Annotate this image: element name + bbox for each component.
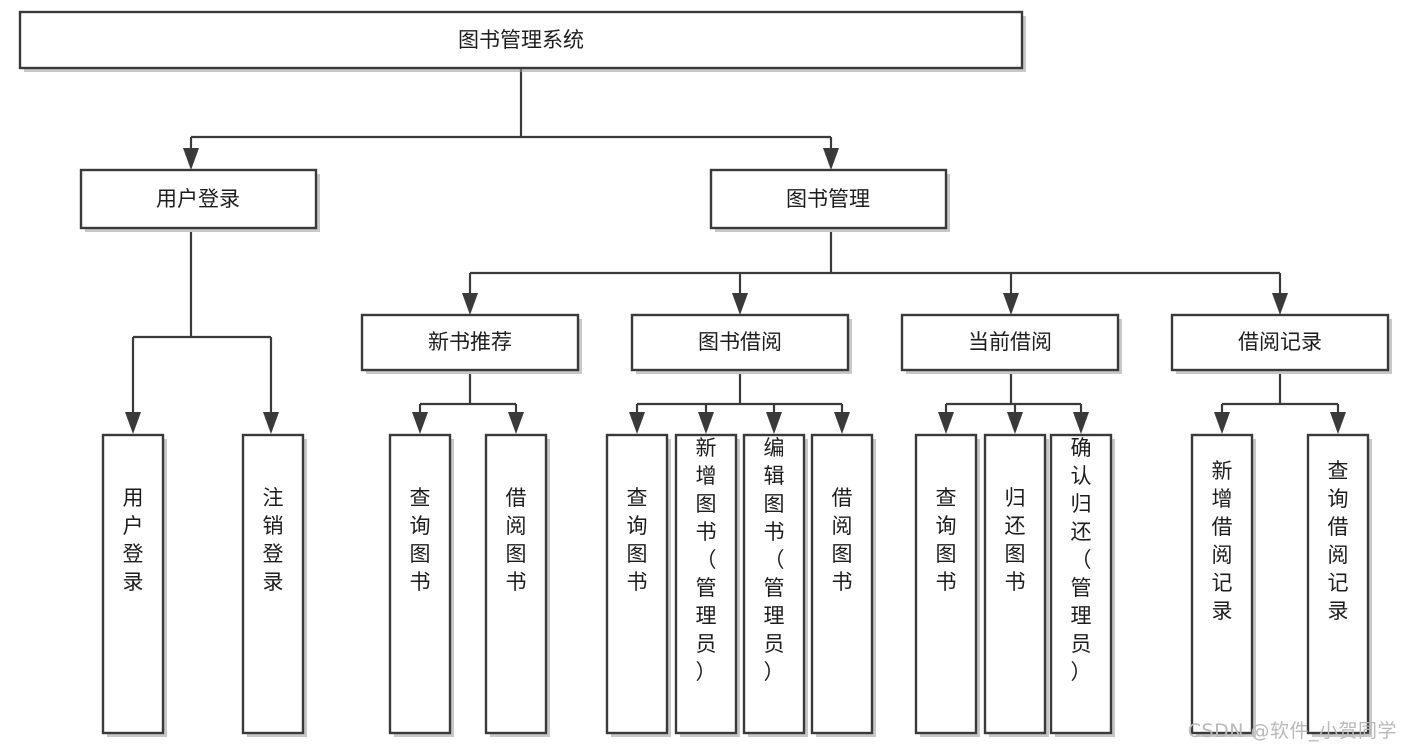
node-leaf-return-book-rect[interactable] (983, 433, 1047, 735)
arrow-head-current-borrow (1003, 293, 1019, 315)
node-leaf-confirm-return-rect[interactable] (1049, 433, 1113, 735)
arrow-head-leaf-add-book (698, 412, 714, 434)
node-leaf-logout-login[interactable]: 注销登录 (241, 433, 307, 737)
node-leaf-query-book-2[interactable]: 查询图书 (605, 433, 671, 737)
node-leaf-query-book-2-label: 查询图书 (627, 486, 648, 594)
arrow-head-leaf-edit-book (766, 412, 782, 434)
arrow-head-leaf-add-record (1214, 412, 1230, 434)
node-leaf-borrow-book-1[interactable]: 借阅图书 (484, 433, 550, 737)
node-root-label: 图书管理系统 (458, 28, 584, 52)
node-leaf-user-login-rect[interactable] (101, 433, 165, 735)
node-leaf-return-book-label: 归还图书 (1005, 486, 1026, 594)
arrow-head-book-borrow (732, 293, 748, 315)
node-leaf-add-record[interactable]: 新增借阅记录 (1190, 433, 1256, 737)
arrow-head-book-management (823, 148, 839, 170)
arrow-head-leaf-query-book-1 (412, 412, 428, 434)
node-leaf-query-book-3-rect[interactable] (914, 433, 978, 735)
node-leaf-query-book-3-label: 查询图书 (936, 486, 957, 594)
node-leaf-query-record-rect[interactable] (1306, 433, 1370, 735)
connector-group-current-borrow-to-leaves (938, 374, 1089, 434)
node-leaf-edit-book-rect[interactable] (742, 433, 806, 735)
node-leaf-edit-book[interactable]: 编辑图书（管理员） (742, 433, 808, 737)
node-leaf-logout-login-label: 注销登录 (263, 486, 284, 594)
node-leaf-query-book-1[interactable]: 查询图书 (388, 433, 454, 737)
arrow-head-leaf-user-login (125, 412, 141, 434)
node-leaf-return-book[interactable]: 归还图书 (983, 433, 1049, 737)
node-borrow-record-label: 借阅记录 (1238, 330, 1322, 354)
node-current-borrow-rect[interactable] (900, 313, 1120, 372)
node-book-borrow-rect[interactable] (630, 313, 850, 372)
node-user-login-rect[interactable] (79, 168, 318, 230)
node-leaf-user-login[interactable]: 用户登录 (101, 433, 167, 737)
node-current-borrow-label: 当前借阅 (968, 330, 1052, 354)
node-leaf-add-book-rect[interactable] (674, 433, 738, 735)
connector-group-book-borrow-to-leaves (629, 374, 850, 434)
arrow-head-leaf-borrow-book-2 (834, 412, 850, 434)
node-leaf-query-record[interactable]: 查询借阅记录 (1306, 433, 1372, 737)
node-leaf-add-record-rect[interactable] (1190, 433, 1254, 735)
node-leaf-query-book-1-label: 查询图书 (410, 486, 431, 594)
node-new-book-recommend[interactable]: 新书推荐 (360, 313, 582, 374)
node-current-borrow[interactable]: 当前借阅 (900, 313, 1122, 374)
arrow-head-leaf-borrow-book-1 (508, 412, 524, 434)
node-leaf-add-book-label: 新增图书（管理员） (696, 436, 717, 684)
arrow-head-leaf-query-book-2 (629, 412, 645, 434)
connector-group-new-book-recommend-to-leaves (412, 374, 524, 434)
node-new-book-recommend-rect[interactable] (360, 313, 580, 372)
arrow-head-leaf-query-record (1330, 412, 1346, 434)
node-leaf-logout-login-rect[interactable] (241, 433, 305, 735)
node-new-book-recommend-label: 新书推荐 (428, 330, 512, 354)
node-leaf-edit-book-label: 编辑图书（管理员） (764, 436, 785, 684)
node-leaf-query-record-label: 查询借阅记录 (1328, 459, 1349, 623)
node-user-login-label: 用户登录 (156, 187, 240, 211)
connector-group-root-to-level2 (183, 68, 839, 170)
node-leaf-user-login-label: 用户登录 (123, 486, 144, 594)
node-leaf-add-book[interactable]: 新增图书（管理员） (674, 433, 740, 737)
node-borrow-record[interactable]: 借阅记录 (1170, 313, 1392, 374)
arrow-head-leaf-logout-login (263, 412, 279, 434)
node-leaf-confirm-return[interactable]: 确认归还（管理员） (1049, 433, 1115, 737)
node-book-management-rect[interactable] (709, 168, 948, 230)
connector-group-borrow-record-to-leaves (1214, 374, 1346, 434)
node-book-borrow-label: 图书借阅 (698, 330, 782, 354)
arrow-head-leaf-query-book-3 (938, 412, 954, 434)
node-book-borrow[interactable]: 图书借阅 (630, 313, 852, 374)
node-leaf-borrow-book-2-rect[interactable] (810, 433, 874, 735)
node-leaf-query-book-2-rect[interactable] (605, 433, 669, 735)
node-borrow-record-rect[interactable] (1170, 313, 1390, 372)
node-book-management[interactable]: 图书管理 (709, 168, 950, 232)
node-leaf-borrow-book-1-label: 借阅图书 (506, 486, 527, 594)
arrow-head-leaf-return-book (1007, 412, 1023, 434)
arrow-head-user-login (183, 148, 199, 170)
connector-group-user-login-to-leaves (125, 232, 279, 434)
node-leaf-query-book-3[interactable]: 查询图书 (914, 433, 980, 737)
arrow-head-leaf-confirm-return (1073, 412, 1089, 434)
arrow-head-new-book-recommend (462, 293, 478, 315)
node-leaf-confirm-return-label: 确认归还（管理员） (1071, 436, 1092, 684)
node-leaf-query-book-1-rect[interactable] (388, 433, 452, 735)
node-leaf-borrow-book-1-rect[interactable] (484, 433, 548, 735)
node-leaf-add-record-label: 新增借阅记录 (1212, 459, 1233, 623)
node-book-management-label: 图书管理 (786, 187, 870, 211)
node-root-system[interactable]: 图书管理系统 (18, 10, 1026, 72)
node-root-rect[interactable] (18, 10, 1024, 70)
node-user-login[interactable]: 用户登录 (79, 168, 320, 232)
connector-group-book-management-to-level3 (462, 232, 1288, 315)
node-leaf-borrow-book-2[interactable]: 借阅图书 (810, 433, 876, 737)
arrow-head-borrow-record (1272, 293, 1288, 315)
node-leaf-borrow-book-2-label: 借阅图书 (832, 486, 853, 594)
